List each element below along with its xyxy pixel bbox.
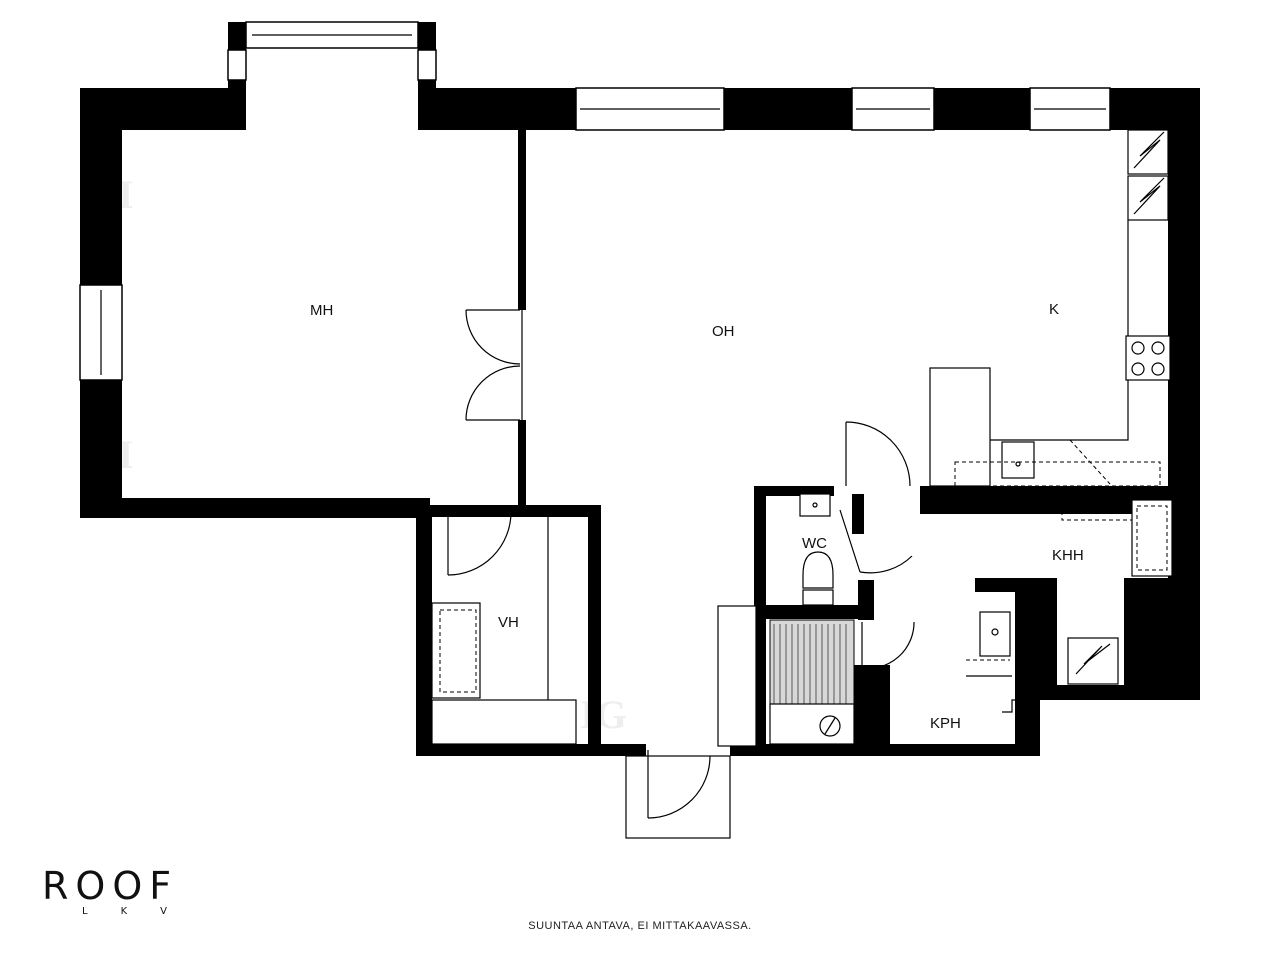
watermark: ISI ISI IG: [80, 172, 627, 737]
room-label-wc: WC: [802, 535, 827, 552]
room-labels: MH OH K VH WC KHH KPH: [310, 301, 1084, 732]
window: [227, 49, 247, 81]
logo-wordmark: ROOF: [42, 864, 179, 908]
room-label-oh: OH: [712, 323, 735, 340]
windows: [79, 21, 1111, 381]
room-label-vh: VH: [498, 614, 519, 631]
outer-walls: [80, 22, 1200, 756]
doors: [447, 309, 915, 839]
logo-subtitle: LKV: [82, 906, 200, 917]
fixtures: [431, 129, 1173, 747]
room-label-mh: MH: [310, 302, 333, 319]
room-label-k: K: [1049, 301, 1059, 318]
watermark-fragment: IG: [580, 692, 627, 737]
brand-logo: ROOF LKV: [42, 866, 232, 918]
room-label-kph: KPH: [930, 715, 961, 732]
room-label-khh: KHH: [1052, 547, 1084, 564]
disclaimer-text: SUUNTAA ANTAVA, EI MITTAKAAVASSA.: [528, 920, 752, 932]
window: [417, 49, 437, 81]
